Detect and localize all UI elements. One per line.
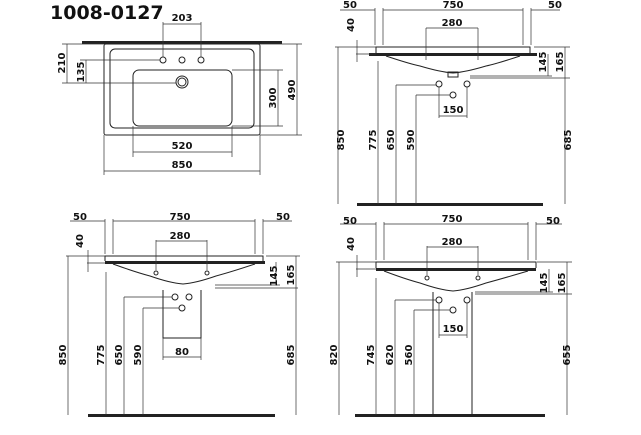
overflow xyxy=(204,270,210,276)
dim-650: 650 xyxy=(386,130,397,151)
basin-profile xyxy=(375,46,531,74)
model-number: 1008-0127 xyxy=(50,2,164,24)
waste-outlet xyxy=(178,304,186,312)
dim-560: 560 xyxy=(404,345,415,366)
dim-750: 750 xyxy=(170,212,191,223)
dim-775: 775 xyxy=(96,345,107,366)
bowl xyxy=(132,69,233,127)
dimension-lines xyxy=(336,222,572,415)
dim-50-left: 50 xyxy=(73,212,87,223)
full-pedestal xyxy=(432,292,473,415)
countertop xyxy=(82,41,282,44)
dim-150: 150 xyxy=(443,105,464,116)
water-inlet xyxy=(185,293,193,301)
dim-203: 203 xyxy=(172,13,193,24)
half-pedestal xyxy=(162,290,202,339)
dim-590: 590 xyxy=(406,130,417,151)
water-inlet xyxy=(463,80,471,88)
dim-150: 150 xyxy=(443,324,464,335)
drain xyxy=(175,75,189,89)
dim-850: 850 xyxy=(58,345,69,366)
floor xyxy=(355,414,545,417)
tap-hole xyxy=(197,56,205,64)
floor xyxy=(88,414,275,417)
basin-profile xyxy=(375,261,537,292)
countertop xyxy=(105,261,265,264)
dim-135: 135 xyxy=(76,62,87,83)
dim-685: 685 xyxy=(563,130,574,151)
dim-40: 40 xyxy=(346,237,357,251)
dim-620: 620 xyxy=(385,345,396,366)
dim-745: 745 xyxy=(366,345,377,366)
dim-850: 850 xyxy=(172,160,193,171)
side-view-wall-hung: 50 750 50 40 280 145 165 850 775 650 590… xyxy=(335,0,574,206)
drain-outlet xyxy=(447,71,459,78)
side-view-half-pedestal: 50 750 50 40 280 145 165 850 775 650 590… xyxy=(58,212,300,417)
water-inlet xyxy=(435,296,443,304)
dim-40: 40 xyxy=(75,234,86,248)
dimension-lines xyxy=(335,8,570,204)
dim-80: 80 xyxy=(175,347,189,358)
dim-280: 280 xyxy=(170,231,191,242)
dim-655: 655 xyxy=(562,345,573,366)
water-inlet xyxy=(171,293,179,301)
basin-outline xyxy=(103,43,261,136)
dimension-lines xyxy=(66,219,300,415)
plan-view: 203 210 135 300 490 520 850 xyxy=(57,13,302,175)
dim-820: 820 xyxy=(329,345,340,366)
dimension-lines xyxy=(62,22,302,175)
dim-520: 520 xyxy=(172,141,193,152)
dim-50-right: 50 xyxy=(548,0,562,11)
tap-hole xyxy=(178,56,186,64)
dim-210: 210 xyxy=(57,53,68,74)
dim-280: 280 xyxy=(442,18,463,29)
dim-750: 750 xyxy=(443,0,464,11)
dim-165: 165 xyxy=(555,52,566,73)
dim-145: 145 xyxy=(269,266,280,287)
waste-outlet xyxy=(449,306,457,314)
overflow xyxy=(475,275,481,281)
dim-50-left: 50 xyxy=(343,0,357,11)
drain-inner xyxy=(177,77,187,87)
dim-50-right: 50 xyxy=(546,216,560,227)
dim-590: 590 xyxy=(133,345,144,366)
dim-50-right: 50 xyxy=(276,212,290,223)
dim-490: 490 xyxy=(287,80,298,101)
floor xyxy=(357,203,543,206)
dim-775: 775 xyxy=(368,130,379,151)
dim-650: 650 xyxy=(114,345,125,366)
countertop xyxy=(376,268,536,271)
dim-40: 40 xyxy=(346,18,357,32)
tap-hole xyxy=(159,56,167,64)
countertop xyxy=(369,53,537,56)
side-view-full-pedestal: 50 750 50 40 280 145 165 820 745 620 560… xyxy=(329,214,573,417)
dim-750: 750 xyxy=(442,214,463,225)
dim-145: 145 xyxy=(538,52,549,73)
dim-850: 850 xyxy=(336,130,347,151)
dim-685: 685 xyxy=(286,345,297,366)
water-inlet xyxy=(435,80,443,88)
basin-profile xyxy=(104,255,264,285)
dim-145: 145 xyxy=(539,273,550,294)
overflow xyxy=(424,275,430,281)
dim-165: 165 xyxy=(557,273,568,294)
waste-outlet xyxy=(449,91,457,99)
dim-50-left: 50 xyxy=(343,216,357,227)
dim-280: 280 xyxy=(442,237,463,248)
dim-300: 300 xyxy=(268,88,279,109)
basin-rim xyxy=(109,48,255,129)
dim-165: 165 xyxy=(286,265,297,286)
water-inlet xyxy=(463,296,471,304)
overflow xyxy=(153,270,159,276)
